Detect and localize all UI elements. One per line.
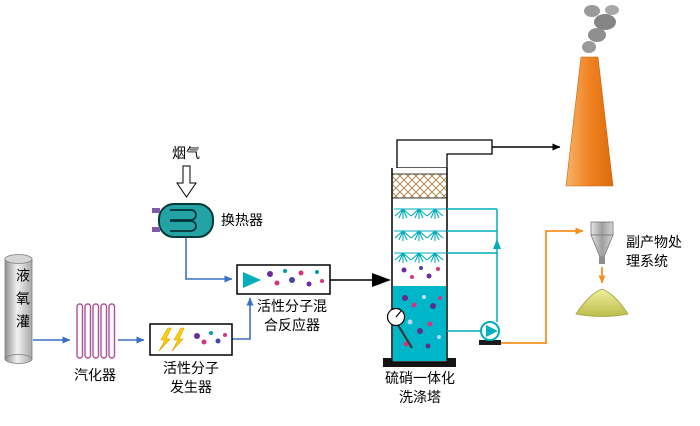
tower-inlet-arrow-icon [372,273,391,287]
agitator-rod-icon [397,324,413,349]
spray-level-icon [394,208,446,219]
vaporizer [76,303,116,359]
vaporizer-label: 汽化器 [74,367,116,383]
generator-label: 活性分子 发生器 [163,360,219,395]
molecules-icon [194,331,227,345]
liquid-molecules-icon [402,295,442,349]
pipe-heatexchanger-to-reactor [185,237,233,283]
active-molecule-generator [149,323,233,356]
gauge-icon [386,307,406,327]
tower-label: 硫硝一体化 洗涤塔 [385,370,455,405]
reactor-label: 活性分子混 合反应器 [257,298,327,333]
recirculation-pipes [447,208,498,332]
molecules-icon [401,266,440,279]
lightning-icon [171,327,185,352]
flue-gas-arrow-icon [176,165,197,198]
oxygen-tank-label: 液氧灌 [15,268,31,337]
chimney [565,56,614,187]
nozzle-icon [243,272,261,288]
liquid-oxygen-tank [4,254,33,364]
heat-exchanger [152,203,214,238]
mixing-reactor [236,264,331,295]
byproduct-funnel [590,221,614,264]
spray-level-icon [394,230,446,241]
flow-up-arrow-icon [493,239,501,249]
molecules-icon [267,269,324,287]
outlet-duct [396,139,493,169]
byproduct-pile [575,288,629,317]
lightning-icon [158,327,172,352]
pipe-to-byproduct [501,227,584,344]
scrubber-tower [383,139,493,367]
spray-level-icon [394,252,446,263]
demister [393,174,446,198]
heat-exchanger-label: 换热器 [221,212,263,228]
pipe-generator-to-reactor [232,297,254,340]
byproduct-label: 副产物处 理系统 [626,234,682,269]
recirculation-pump [479,321,501,345]
smoke-icon [582,5,619,53]
flue-gas-label: 烟气 [172,145,200,161]
